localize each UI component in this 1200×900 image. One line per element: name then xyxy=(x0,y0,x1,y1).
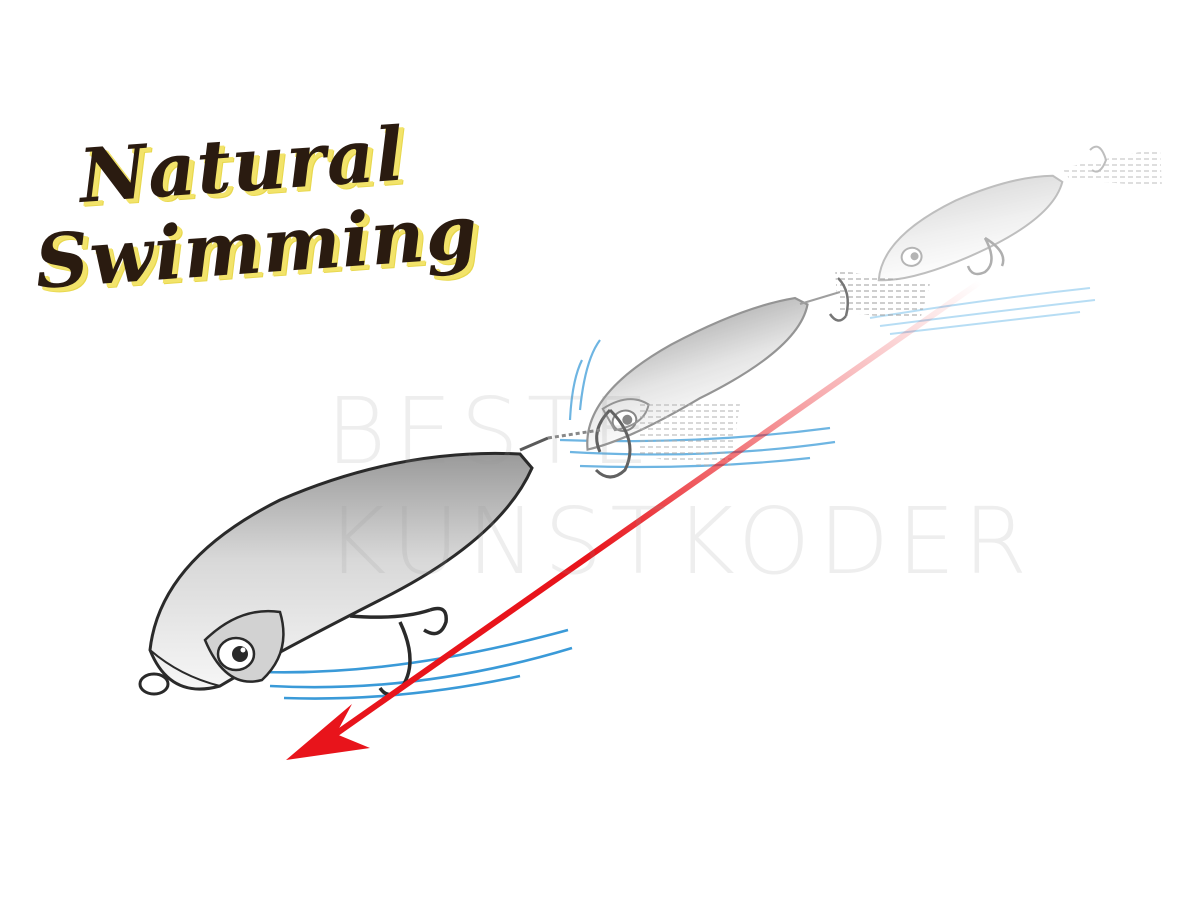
lure-middle xyxy=(559,270,930,479)
lure-far-hook xyxy=(966,236,1005,276)
watermark-line-1: BESTE xyxy=(326,378,658,485)
direction-arrow xyxy=(286,279,982,760)
water-lines-near xyxy=(261,628,573,700)
lure-near-body xyxy=(148,451,534,691)
lure-near-line-eye xyxy=(138,672,170,696)
headline: Natural Swimming xyxy=(30,111,480,330)
lure-middle-tail-feather xyxy=(799,270,930,322)
watermark-line-2: KUNSTKODER xyxy=(326,488,1036,595)
lure-far xyxy=(869,145,1162,335)
lure-near xyxy=(138,428,601,700)
lure-near-hook xyxy=(349,606,448,697)
lure-far-body xyxy=(877,174,1064,282)
lure-middle-rear-feather xyxy=(640,400,740,470)
lure-far-tail-feather xyxy=(1062,145,1162,186)
lure-near-tail-connector xyxy=(519,428,601,452)
